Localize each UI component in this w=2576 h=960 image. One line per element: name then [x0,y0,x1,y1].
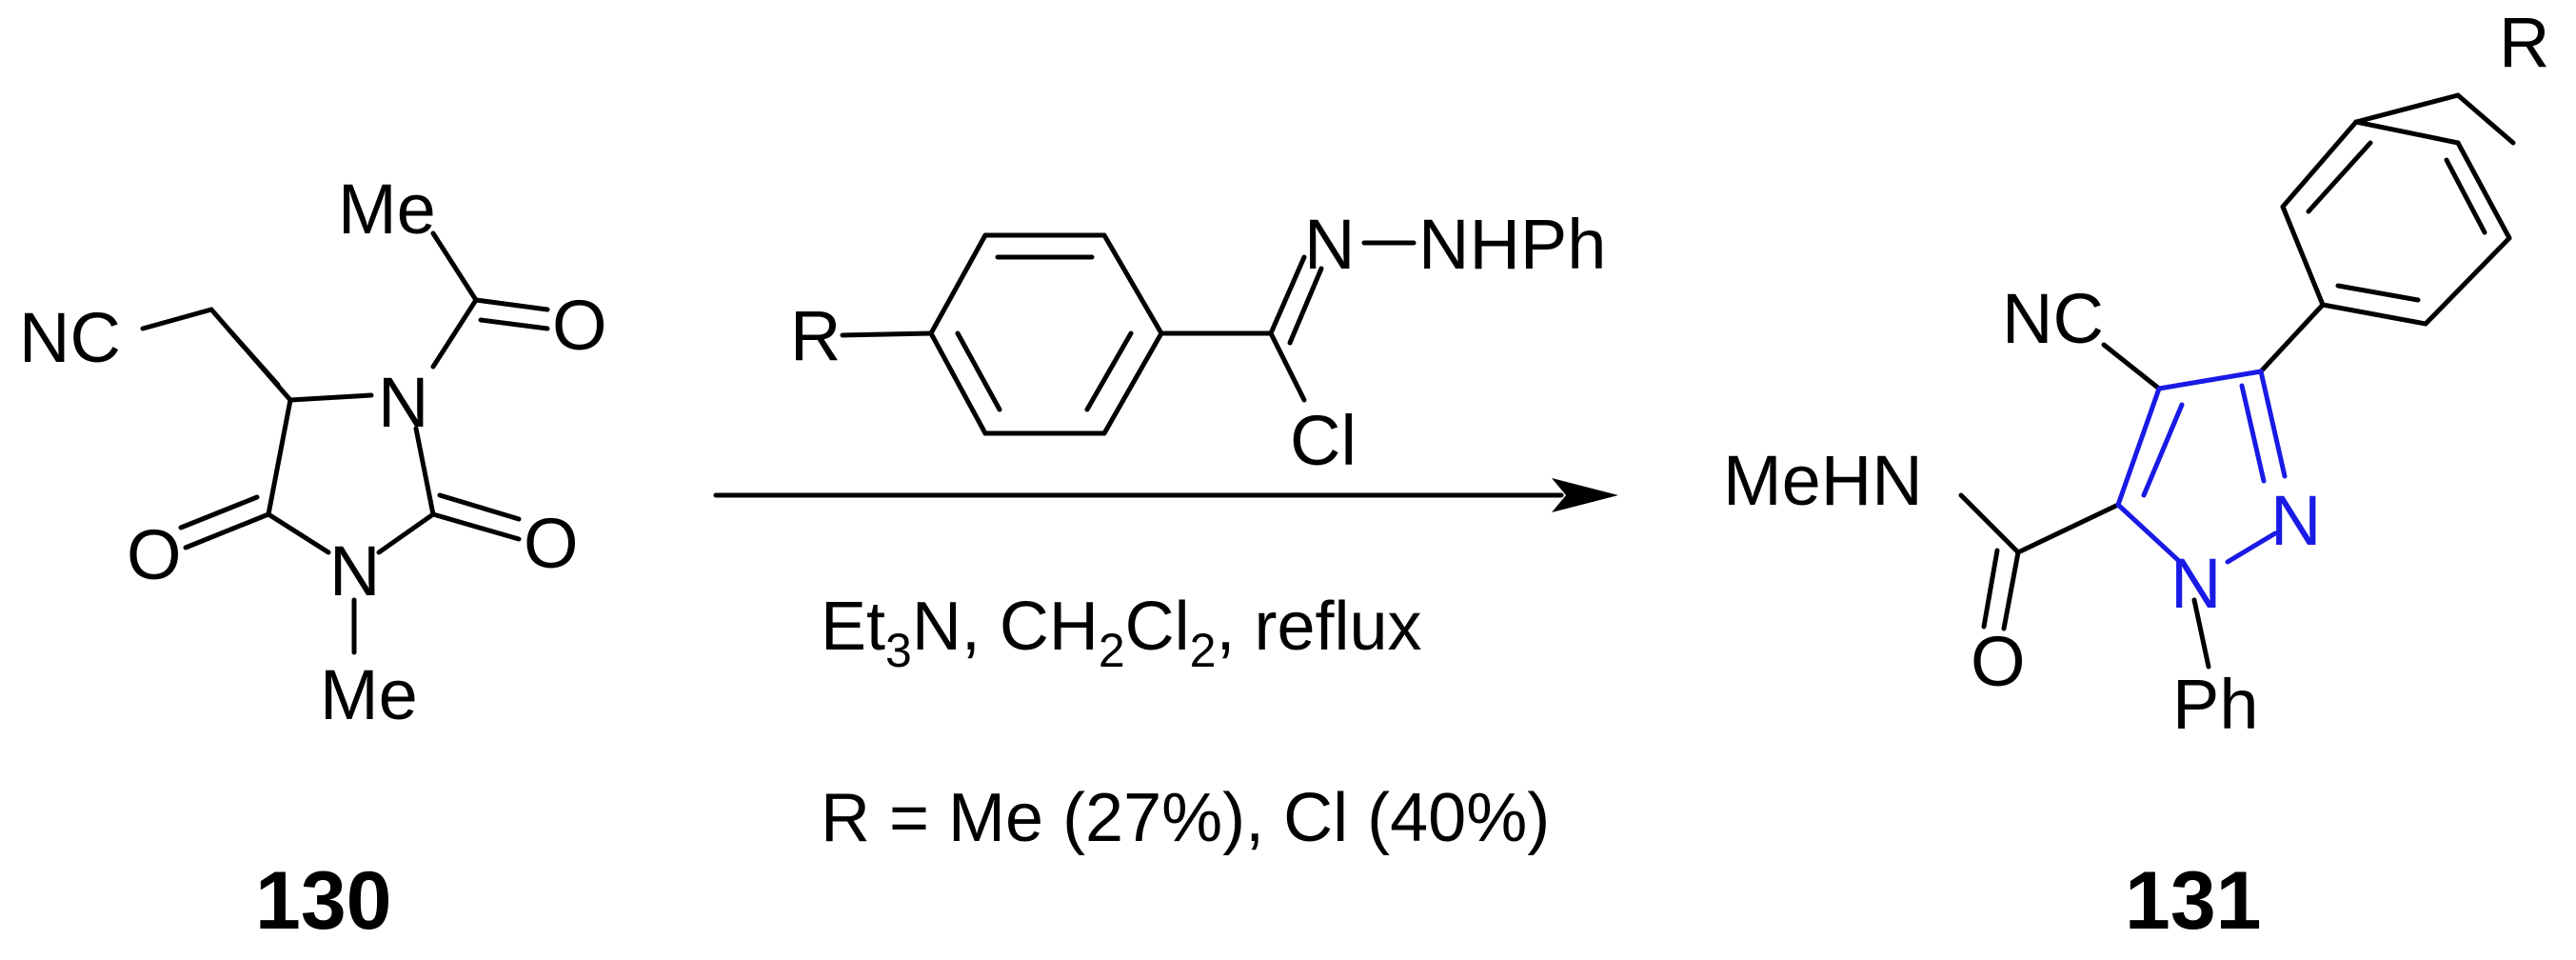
nitrogen-label: N [2270,481,2321,560]
oxygen-label: O [1971,622,2026,701]
compound-131: R NC MeHN N N O Ph 131 [1723,3,2549,947]
compound-number: 130 [255,855,392,947]
compound-130-bonds [140,230,550,655]
nitrile-label: NC [19,298,121,377]
compound-130: Me NC O N O O N Me 130 [19,170,607,947]
nitrogen-label: N [2170,544,2221,623]
reagent-hydrazonoyl-chloride: N NHPh R Cl [790,205,1606,480]
conditions-line-1: Et3N, CH2Cl2, reflux [821,589,1422,677]
compound-130-atoms: Me NC O N O O N Me [19,170,607,734]
oxygen-label: O [552,286,607,365]
compound-number: 131 [2125,855,2262,947]
nitrogen-label: N [1304,205,1355,284]
conditions-line-2: R = Me (27%), Cl (40%) [821,780,1550,856]
nitrogen-label: N [378,363,428,442]
compound-131-atoms: R NC MeHN N N O Ph [1723,3,2549,744]
reagent-atoms: N NHPh R Cl [790,205,1606,480]
methyl-label: Me [320,655,418,734]
chlorine-label: Cl [1290,401,1357,480]
oxygen-label: O [524,504,579,583]
compound-131-bonds [1958,92,2516,670]
phenyl-label: Ph [2172,665,2259,744]
pyrazole-core [2115,369,2288,565]
reaction-conditions: Et3N, CH2Cl2, reflux R = Me (27%), Cl (4… [821,589,1550,856]
methylamino-label: MeHN [1723,441,1923,520]
reagent-bonds [840,232,1417,436]
reaction-arrow [713,478,1618,512]
r-group-label: R [790,296,841,375]
r-group-label: R [2499,3,2549,82]
nitrile-label: NC [2002,279,2104,358]
methyl-label: Me [338,170,436,249]
oxygen-label: O [127,515,182,594]
nitrogen-label: N [329,531,380,610]
nhph-label: NHPh [1418,205,1606,284]
